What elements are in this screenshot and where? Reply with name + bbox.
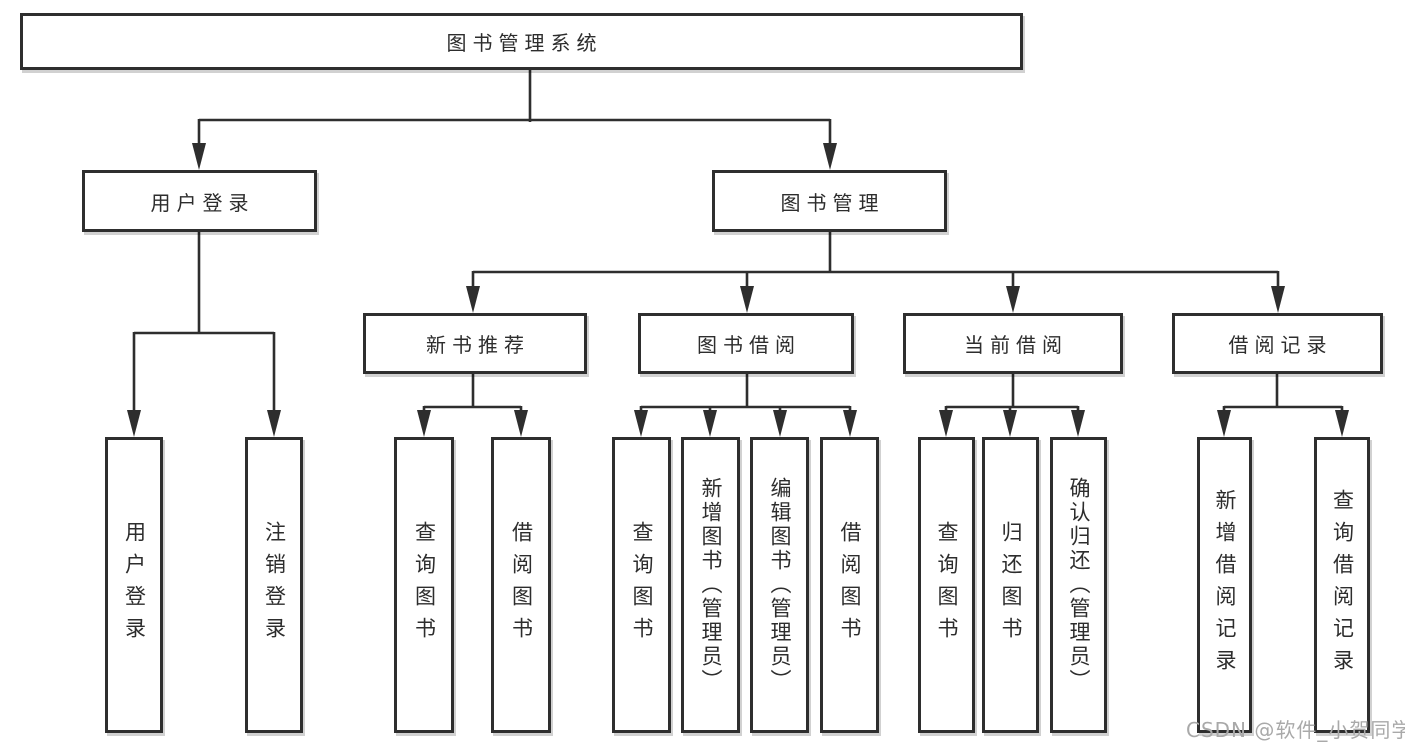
leaf-confirm-return-admin: 确认归还（管理员） (1050, 437, 1107, 733)
arrow-icon (192, 143, 206, 170)
leaf-add-borrow-record: 新增借阅记录 (1197, 437, 1252, 733)
leaf-query-books-recommend: 查询图书 (394, 437, 454, 733)
arrow-icon (1271, 286, 1285, 313)
leaf-user-login: 用户登录 (105, 437, 163, 733)
arrow-icon (740, 286, 754, 313)
arrow-icon (1217, 410, 1231, 437)
arrow-icon (514, 410, 528, 437)
node-root-library-management-system: 图书管理系统 (20, 13, 1023, 70)
leaf-query-books-borrow: 查询图书 (612, 437, 671, 733)
arrow-icon (823, 143, 837, 170)
arrow-icon (703, 410, 717, 437)
arrow-icon (1006, 286, 1020, 313)
arrow-icon (1003, 410, 1017, 437)
arrow-icon (939, 410, 953, 437)
arrow-icon (1335, 410, 1349, 437)
node-borrowing-records: 借阅记录 (1172, 313, 1383, 374)
arrow-icon (843, 410, 857, 437)
arrow-icon (267, 410, 281, 437)
leaf-query-borrow-record: 查询借阅记录 (1314, 437, 1370, 733)
arrow-icon (417, 410, 431, 437)
node-current-borrowing: 当前借阅 (903, 313, 1123, 374)
leaf-borrow-books-recommend: 借阅图书 (491, 437, 551, 733)
node-book-borrowing: 图书借阅 (638, 313, 854, 374)
arrow-icon (127, 410, 141, 437)
leaf-logout: 注销登录 (245, 437, 303, 733)
leaf-return-books: 归还图书 (982, 437, 1039, 733)
node-book-management-module: 图书管理 (712, 170, 947, 232)
arrow-icon (634, 410, 648, 437)
arrow-icon (1071, 410, 1085, 437)
node-user-login-module: 用户登录 (82, 170, 317, 232)
leaf-edit-books-admin: 编辑图书（管理员） (750, 437, 809, 733)
leaf-add-books-admin: 新增图书（管理员） (681, 437, 740, 733)
leaf-query-books-current: 查询图书 (918, 437, 975, 733)
csdn-watermark: CSDN @软件_小贺同学 (1186, 718, 1405, 742)
arrow-icon (466, 286, 480, 313)
arrow-icon (773, 410, 787, 437)
node-new-book-recommendation: 新书推荐 (363, 313, 587, 374)
leaf-borrow-books: 借阅图书 (820, 437, 879, 733)
